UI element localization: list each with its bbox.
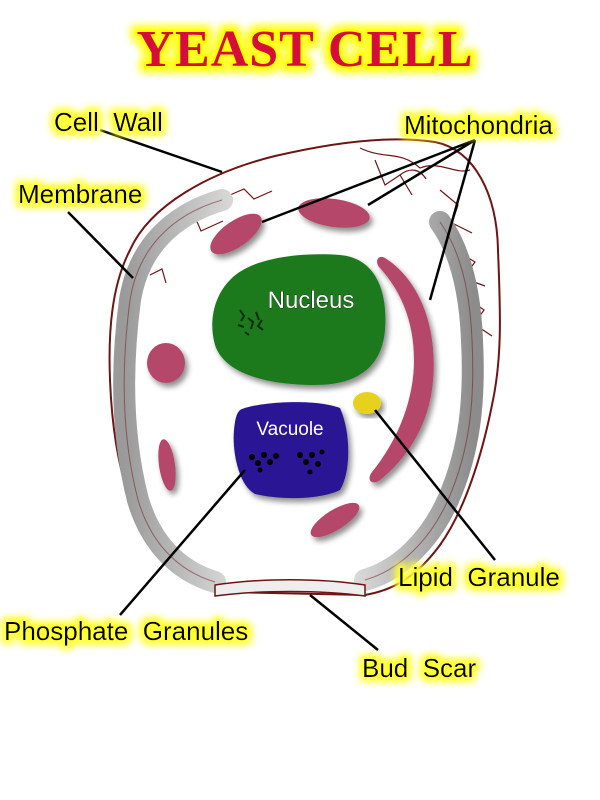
cell-wall-label: Cell Wall bbox=[54, 107, 163, 137]
leader-lines bbox=[67, 128, 496, 651]
phosphate-granules bbox=[249, 449, 325, 475]
vacuole-label: Vacuole bbox=[256, 419, 323, 440]
mitochondrion bbox=[310, 502, 360, 538]
bud-scar-label: Bud Scar bbox=[362, 653, 477, 683]
lipid-granule-label: Lipid Granule bbox=[398, 562, 560, 592]
mitochondrion bbox=[147, 343, 185, 383]
lipid-granule bbox=[353, 392, 381, 414]
nucleolus-dots bbox=[237, 309, 264, 336]
mitochondria-group bbox=[147, 198, 434, 538]
mitochondrion bbox=[158, 439, 176, 491]
lipid-granule-leader bbox=[374, 409, 496, 561]
vacuole bbox=[233, 402, 349, 499]
mitochondria-leader bbox=[367, 138, 476, 207]
mitochondria-label: Mitochondria bbox=[404, 110, 553, 140]
membrane-leader bbox=[67, 211, 134, 279]
cell-membrane-edge bbox=[123, 199, 474, 583]
phosphate-granules-label: Phosphate Granules bbox=[4, 616, 248, 646]
mitochondria-leader bbox=[428, 139, 477, 301]
nucleus-label: Nucleus bbox=[268, 287, 355, 314]
mitochondria-leader bbox=[261, 138, 476, 224]
bud-scar-leader bbox=[309, 594, 379, 651]
mitochondrion bbox=[298, 198, 370, 228]
nucleus bbox=[212, 254, 386, 385]
mitochondrion bbox=[369, 256, 434, 483]
phosphate-granules-leader bbox=[119, 469, 246, 616]
membrane-label: Membrane bbox=[18, 179, 142, 209]
bud-scar bbox=[214, 579, 366, 597]
mitochondrion bbox=[210, 213, 262, 255]
cell-wall-leader bbox=[99, 128, 223, 174]
diagram-title: YEAST CELL bbox=[136, 21, 473, 78]
